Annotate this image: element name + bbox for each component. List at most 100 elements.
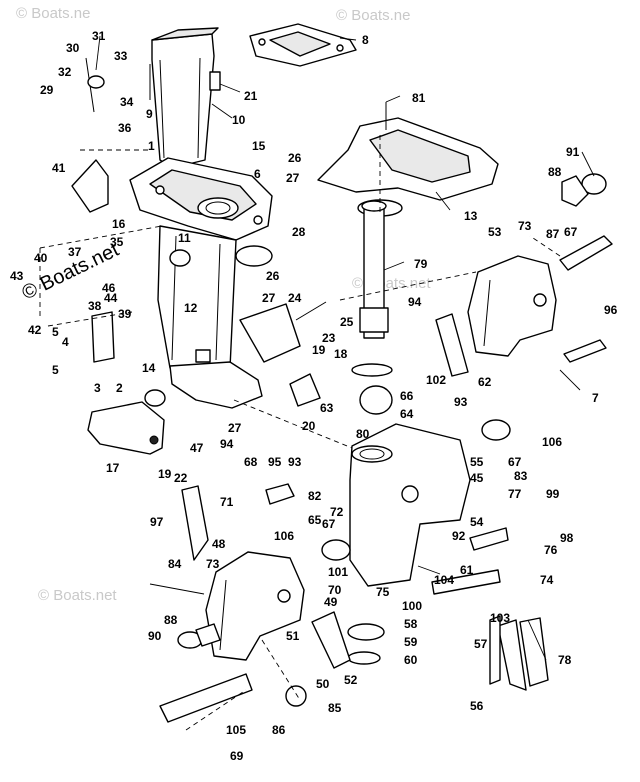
callout-88b: 88 [164,613,178,627]
callout-9: 9 [146,107,153,121]
callout-37: 37 [68,245,82,259]
callout-80: 80 [356,427,370,441]
callout-61: 61 [460,563,474,577]
swivel-bracket [349,423,471,587]
callout-94b: 94 [220,437,234,451]
callout-85: 85 [328,701,342,715]
callout-4: 4 [62,335,69,349]
callout-63: 63 [320,401,334,415]
callout-39: 39 [118,307,132,321]
callout-49: 49 [324,595,338,609]
stern-bracket-left [205,551,305,661]
callout-70: 70 [328,583,342,597]
callout-labels: 1 2 3 4 5 5 6 7 8 9 10 11 12 13 14 15 16… [10,29,618,763]
callout-51: 51 [286,629,300,643]
callout-36: 36 [118,121,132,135]
callout-91: 91 [566,145,580,159]
callout-57: 57 [474,637,488,651]
callout-65: 65 [308,513,322,527]
callout-14: 14 [142,361,156,375]
callout-31: 31 [92,29,106,43]
callout-2: 2 [116,381,123,395]
adapter-plate [129,157,273,241]
callout-25: 25 [340,315,354,329]
callout-18: 18 [334,347,348,361]
callout-42: 42 [28,323,42,337]
callout-1: 1 [148,139,155,153]
leader-lines [95,35,595,661]
watermark-top-left: © Boats.ne [16,5,90,22]
callout-105: 105 [226,723,246,737]
callout-45: 45 [470,471,484,485]
callout-78: 78 [558,653,572,667]
callout-76: 76 [544,543,558,557]
callout-19a: 19 [312,343,326,357]
callout-69: 69 [230,749,244,763]
callout-17: 17 [106,461,120,475]
callout-87: 87 [546,227,560,241]
callout-52: 52 [344,673,358,687]
callout-106b: 106 [274,529,294,543]
steering-tube [359,200,389,339]
callout-99: 99 [546,487,560,501]
callout-53: 53 [488,225,502,239]
callout-90: 90 [148,629,162,643]
callout-26a: 26 [288,151,302,165]
callout-34: 34 [120,95,134,109]
callout-101: 101 [328,565,348,579]
callout-50: 50 [316,677,330,691]
callout-102: 102 [426,373,446,387]
callout-10: 10 [232,113,246,127]
callout-56: 56 [470,699,484,713]
callout-27c: 27 [228,421,242,435]
side-plates [497,617,549,691]
swivel-bracket-top [317,102,499,217]
callout-79: 79 [414,257,428,271]
callout-83: 83 [514,469,528,483]
callout-28: 28 [292,225,306,239]
callout-20: 20 [302,419,316,433]
callout-68: 68 [244,455,258,469]
callout-62: 62 [478,375,492,389]
hardware [71,57,613,723]
callout-19b: 19 [158,467,172,481]
callout-103: 103 [490,611,510,625]
callout-5b: 5 [52,363,59,377]
callout-16: 16 [112,217,126,231]
callout-67a: 67 [508,455,522,469]
callout-48: 48 [212,537,226,551]
callout-71: 71 [220,495,234,509]
callout-67c: 67 [564,225,578,239]
stern-bracket-right [467,255,557,357]
callout-5a: 5 [52,325,59,339]
callout-38: 38 [88,299,102,313]
watermark-lower-left: © Boats.net [38,587,117,604]
callout-67b: 67 [322,517,336,531]
callout-27a: 27 [286,171,300,185]
midsection-leg [157,225,263,409]
callout-46: 46 [102,281,116,295]
callout-75: 75 [376,585,390,599]
watermark-top-right: © Boats.ne [336,7,410,24]
callout-95: 95 [268,455,282,469]
callout-92: 92 [452,529,466,543]
callout-86: 86 [272,723,286,737]
callout-84: 84 [168,557,182,571]
callout-24: 24 [288,291,302,305]
callout-12: 12 [184,301,198,315]
callout-26b: 26 [266,269,280,283]
callout-98: 98 [560,531,574,545]
callout-55: 55 [470,455,484,469]
callout-15: 15 [252,139,266,153]
callout-94a: 94 [408,295,422,309]
callout-6: 6 [254,167,261,181]
callout-60: 60 [404,653,418,667]
callout-88a: 88 [548,165,562,179]
callout-72: 72 [330,505,344,519]
callout-27b: 27 [262,291,276,305]
callout-73b: 73 [518,219,532,233]
lower-cover [87,401,165,455]
callout-81: 81 [412,91,426,105]
